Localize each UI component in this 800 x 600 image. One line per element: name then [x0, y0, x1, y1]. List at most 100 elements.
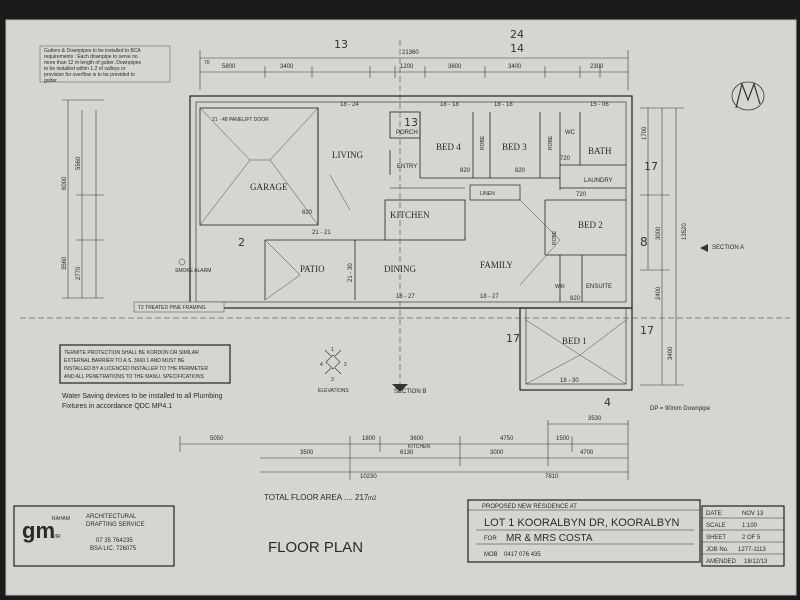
project-client: MR & MRS COSTA [506, 533, 593, 544]
handwritten-mark: 17 [640, 324, 654, 337]
dim-top: 3400 [280, 64, 294, 70]
gutter-note-line: gutter. [44, 78, 58, 84]
project-lot: LOT 1 KOORALBYN DR, KOORALBYN [484, 517, 679, 529]
termite-line: TERMITE PROTECTION SHALL BE KORDON OR SI… [64, 350, 199, 356]
elevation-marker-icon [324, 349, 342, 375]
elevation-number: 1 [331, 347, 334, 353]
dim-top: 2300 [590, 64, 604, 70]
wall-dim: 21 - 30 [348, 263, 354, 282]
gutter-note-line: to be installed within 1.2 of valleys or [44, 66, 126, 72]
termite-line: INSTALLED BY A LICENCED INSTALLER TO THE… [64, 366, 208, 372]
gutter-note: Gutters & Downpipes to be installed to B… [39, 45, 171, 84]
handwritten-mark: 8 [640, 235, 648, 249]
info-label: DATE: [706, 511, 724, 517]
handwritten-mark: 13 [334, 38, 348, 51]
info-amended: 18/12/13 [744, 559, 768, 565]
room-robe: ROBE [548, 135, 554, 150]
dim-top: 3600 [448, 64, 462, 70]
project-heading: PROPOSED NEW RESIDENCE AT [482, 504, 577, 510]
framing-note: T2 TREATED PINE FRAMING [133, 301, 225, 313]
section-b-label: SECTION B [394, 389, 426, 395]
door-dim: 820 [302, 210, 313, 216]
water-note-line: Water Saving devices to be installed to … [62, 393, 223, 400]
firm-phone: 07 35 764235 [96, 538, 133, 544]
elevation-number: 3 [331, 377, 334, 383]
dim-bottom: 4750 [500, 436, 514, 442]
room-bath: BATH [588, 146, 612, 156]
door-dim: 720 [560, 156, 571, 162]
info-date: NOV 13 [742, 511, 764, 517]
framing-text: T2 TREATED PINE FRAMING [138, 305, 206, 311]
handwritten-mark: 4 [604, 396, 611, 409]
dim-left: 5560 [76, 156, 82, 170]
room-family: FAMILY [480, 260, 513, 270]
door-dim: 720 [576, 192, 587, 198]
door-dim: 820 [515, 168, 526, 174]
dim-bottom: 3000 [490, 450, 504, 456]
firm-licence: BSA LIC. 726075 [90, 546, 137, 552]
downpipe-note: DP = 90mm Downpipe [650, 406, 711, 412]
info-label: AMENDED [706, 559, 737, 565]
gutter-note-line: more than 12 m length of gutter. Downpip… [44, 60, 142, 66]
dim-top: 1200 [400, 64, 414, 70]
dim-top: 3400 [508, 64, 522, 70]
room-wc: WC [565, 130, 576, 136]
wall-dim: 18 - 18 [440, 102, 459, 108]
dim-bottom: 7810 [545, 474, 559, 480]
room-ensuite: ENSUITE [586, 284, 612, 290]
dim-bottom: 5050 [210, 436, 224, 442]
dim-right: 3000 [656, 226, 662, 240]
door-dim: 820 [570, 296, 581, 302]
firm-title-block: gm RAHAM UIR ARCHITECTURAL DRAFTING SERV… [13, 505, 175, 567]
gutter-note-line: Gutters & Downpipes to be installed to B… [44, 48, 141, 54]
firm-title: ARCHITECTURAL [86, 514, 137, 520]
info-label: SHEET [706, 535, 726, 541]
wall-dim: 18 - 27 [396, 294, 415, 300]
info-scale: 1:100 [742, 523, 758, 529]
handwritten-mark: 2 [238, 236, 245, 249]
gutter-note-line: requirements : Each downpipe to serve no [44, 54, 138, 60]
dim-left: 3560 [62, 256, 68, 270]
room-laundry: LAUNDRY [584, 178, 613, 184]
wall-dim: 18 - 18 [494, 102, 513, 108]
room-entry: ENTRY [397, 164, 417, 170]
dim-bottom: 1800 [362, 436, 376, 442]
sheet-info-block: DATE: NOV 13 SCALE 1:100 SHEET 2 OF 5 JO… [701, 505, 785, 567]
water-note-line: Fixtures in accordance QDC MP4.1 [62, 403, 172, 410]
drawing-title: FLOOR PLAN [268, 539, 363, 556]
handwritten-mark: 17 [506, 332, 520, 345]
room-porch: PORCH [396, 130, 418, 136]
wall-dim: 18 - 24 [340, 102, 359, 108]
north-arrow-icon [731, 81, 765, 111]
dim-bottom: 4700 [580, 450, 594, 456]
wall-dim: 15 - 06 [590, 102, 609, 108]
info-sheet: 2 OF 5 [742, 535, 761, 541]
panelift-label: 21 - 48 PANELIFT DOOR [212, 117, 269, 123]
smoke-alarm-label: SMOKE ALARM [175, 268, 211, 274]
dim-right: 13520 [682, 223, 688, 240]
door-dim: 820 [460, 168, 471, 174]
info-label: SCALE [706, 523, 726, 529]
handwritten-mark: 17 [644, 160, 658, 173]
dim-bottom: 3500 [300, 450, 314, 456]
room-bed4: BED 4 [436, 142, 461, 152]
firm-name: RAHAM [52, 516, 70, 522]
dim-top-total: 21360 [402, 50, 419, 56]
wall-dim: 21 - 21 [312, 230, 331, 236]
dim-bottom: 6130 [400, 450, 414, 456]
termite-line: EXTERNAL BARRIER TO A.S. 3660.1 AND MUST… [64, 358, 185, 364]
wall-dim: 18 - 27 [480, 294, 499, 300]
room-linen: LINEN [480, 191, 495, 197]
room-dining: DINING [384, 264, 416, 274]
dim-bottom: 1500 [556, 436, 570, 442]
room-patio: PATIO [300, 264, 325, 274]
dim-bottom-kitchen: KITCHEN [408, 444, 430, 450]
firm-logo: gm [22, 518, 55, 543]
dim-right: 3400 [668, 346, 674, 360]
dim-right: 2400 [656, 286, 662, 300]
dim-left: 2770 [76, 266, 82, 280]
total-floor-area: TOTAL FLOOR AREA .... 217 [264, 493, 369, 502]
room-bed2: BED 2 [578, 220, 603, 230]
elevation-number: 2 [344, 362, 347, 368]
